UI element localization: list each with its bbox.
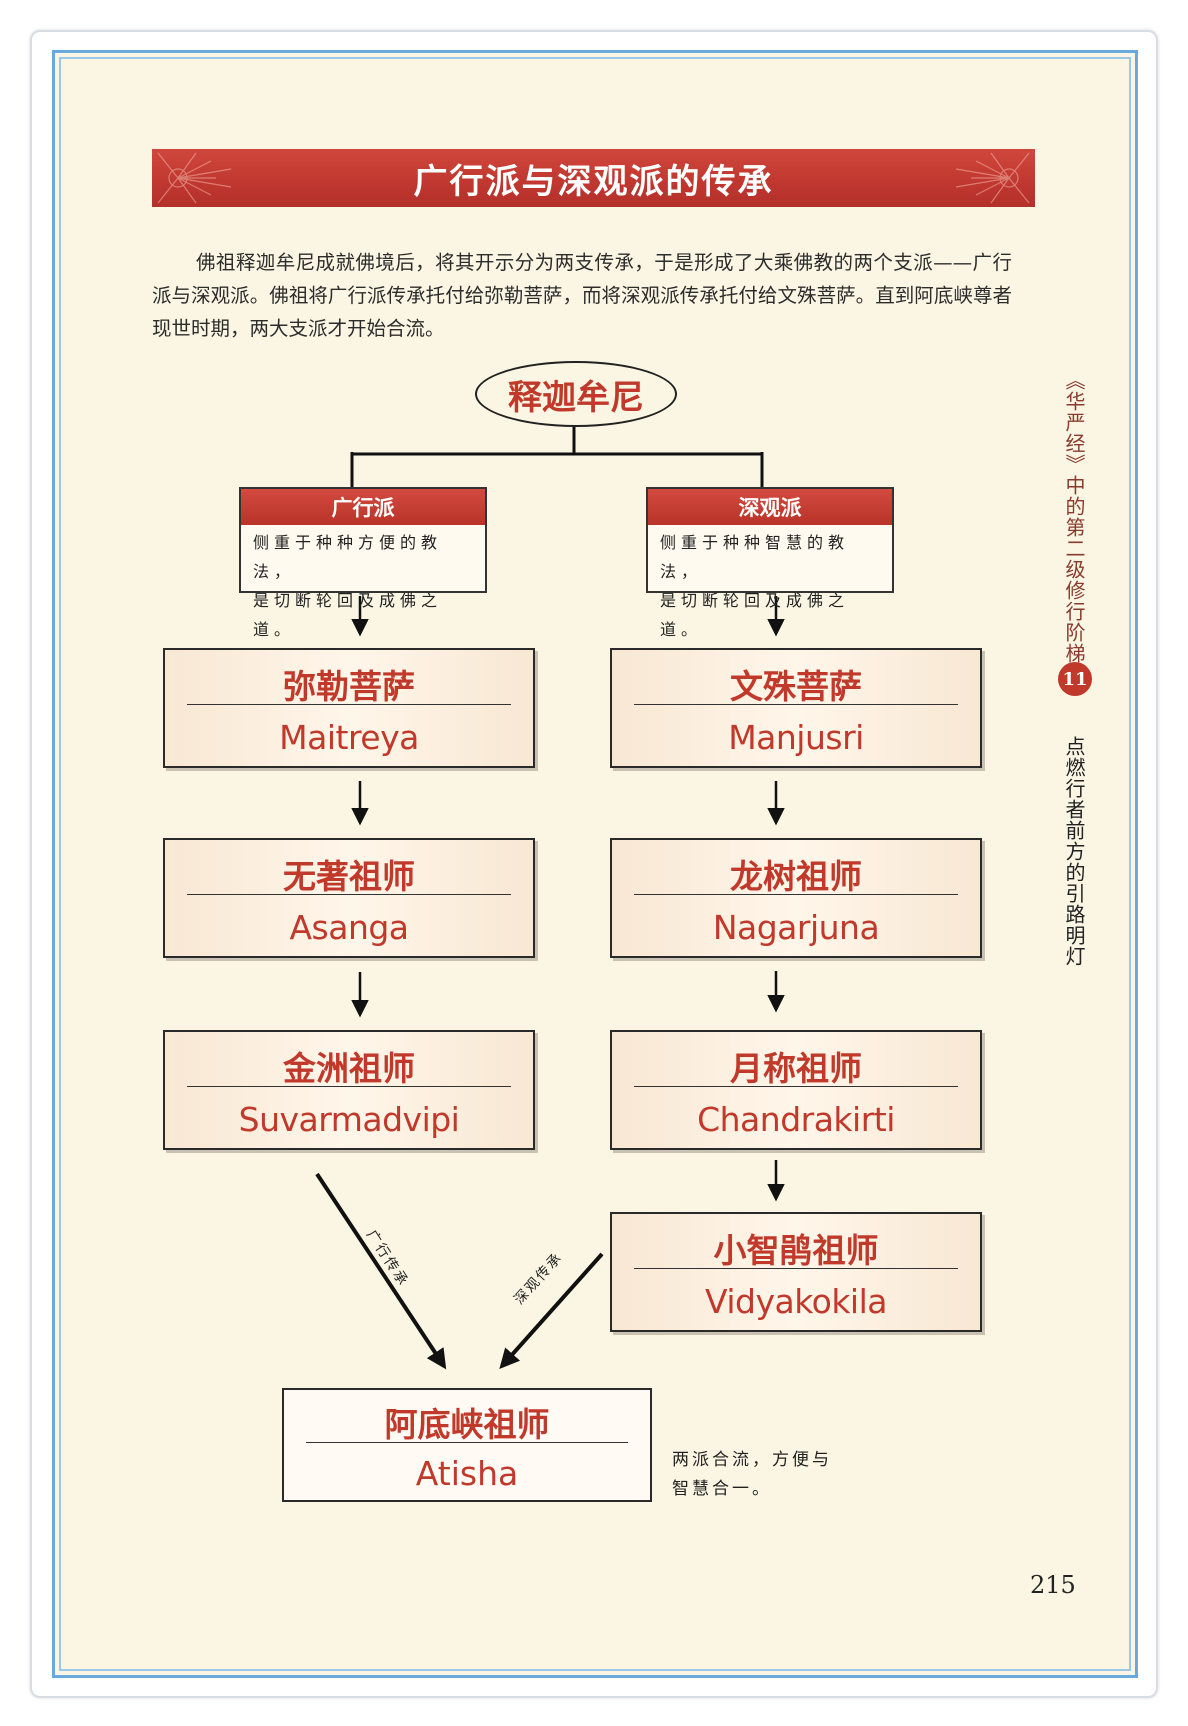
arrow-merge-right bbox=[499, 1252, 604, 1369]
intro-paragraph: 佛祖释迦牟尼成就佛境后，将其开示分为两支传承，于是形成了大乘佛教的两个支派——广… bbox=[152, 251, 1012, 340]
master-name-cn: 阿底峡祖师 bbox=[384, 1405, 550, 1444]
divider bbox=[306, 1442, 628, 1443]
master-name-en: Vidyakokila bbox=[704, 1282, 888, 1321]
master-box-manjusri: 文殊菩萨 Manjusri bbox=[610, 648, 982, 768]
school-desc-left: 侧重于种种方便的教法， 是切断轮回及成佛之道。 bbox=[241, 525, 485, 644]
divider bbox=[187, 704, 511, 705]
school-desc-right: 侧重于种种智慧的教法， 是切断轮回及成佛之道。 bbox=[648, 525, 892, 644]
side-header-book: 《华严经》中的第二级修行阶梯 bbox=[1062, 370, 1086, 664]
master-name-cn: 小智鹃祖师 bbox=[713, 1231, 879, 1270]
master-name-en: Atisha bbox=[415, 1454, 519, 1493]
master-name-en: Asanga bbox=[289, 908, 409, 947]
master-box-atisha: 阿底峡祖师 Atisha bbox=[282, 1388, 652, 1502]
divider bbox=[634, 1268, 958, 1269]
divider bbox=[634, 704, 958, 705]
arrow-merge-left bbox=[315, 1172, 447, 1370]
divider bbox=[634, 894, 958, 895]
master-name-cn: 文殊菩萨 bbox=[730, 667, 862, 706]
school-desc-right-line1: 侧重于种种智慧的教法， bbox=[660, 533, 850, 581]
divider bbox=[187, 1086, 511, 1087]
merge-note-line1: 两派合流，方便与 bbox=[672, 1450, 832, 1470]
root-node-sakyamuni: 释迦牟尼 bbox=[475, 361, 677, 427]
merge-note: 两派合流，方便与 智慧合一。 bbox=[672, 1446, 862, 1504]
school-desc-right-line2: 是切断轮回及成佛之道。 bbox=[660, 591, 850, 639]
master-box-asanga: 无著祖师 Asanga bbox=[163, 838, 535, 958]
master-name-en: Suvarmadvipi bbox=[238, 1100, 460, 1139]
school-title-left: 广行派 bbox=[241, 489, 485, 525]
banner-title: 广行派与深观派的传承 bbox=[413, 161, 774, 202]
school-desc-left-line2: 是切断轮回及成佛之道。 bbox=[253, 591, 443, 639]
master-name-en: Nagarjuna bbox=[712, 908, 880, 947]
master-name-cn: 弥勒菩萨 bbox=[283, 667, 415, 706]
tree-connector bbox=[350, 424, 764, 487]
school-box-right: 深观派 侧重于种种智慧的教法， 是切断轮回及成佛之道。 bbox=[646, 487, 894, 639]
ornament-right-icon bbox=[955, 152, 1030, 204]
side-header-section: 点燃行者前方的引路明灯 bbox=[1062, 736, 1086, 967]
chapter-number-badge: 11 bbox=[1058, 662, 1092, 696]
divider bbox=[187, 894, 511, 895]
school-desc-left-line1: 侧重于种种方便的教法， bbox=[253, 533, 443, 581]
school-title-right: 深观派 bbox=[648, 489, 892, 525]
master-name-en: Chandrakirti bbox=[697, 1100, 895, 1139]
master-box-chandrakirti: 月称祖师 Chandrakirti bbox=[610, 1030, 982, 1150]
master-box-vidyakokila: 小智鹃祖师 Vidyakokila bbox=[610, 1212, 982, 1332]
ornament-left-icon bbox=[157, 152, 232, 204]
master-name-cn: 龙树祖师 bbox=[730, 857, 862, 896]
master-name-en: Manjusri bbox=[728, 718, 864, 757]
master-name-cn: 无著祖师 bbox=[283, 857, 415, 896]
master-name-cn: 月称祖师 bbox=[730, 1049, 862, 1088]
master-box-maitreya: 弥勒菩萨 Maitreya bbox=[163, 648, 535, 768]
section-banner: 广行派与深观派的传承 bbox=[152, 149, 1035, 207]
master-box-nagarjuna: 龙树祖师 Nagarjuna bbox=[610, 838, 982, 958]
master-box-suvarnadvipi: 金洲祖师 Suvarmadvipi bbox=[163, 1030, 535, 1150]
master-name-en: Maitreya bbox=[279, 718, 419, 757]
merge-note-line2: 智慧合一。 bbox=[672, 1479, 772, 1499]
divider bbox=[634, 1086, 958, 1087]
school-box-left: 广行派 侧重于种种方便的教法， 是切断轮回及成佛之道。 bbox=[239, 487, 487, 639]
page-number: 215 bbox=[1030, 1571, 1076, 1599]
master-name-cn: 金洲祖师 bbox=[283, 1049, 415, 1088]
